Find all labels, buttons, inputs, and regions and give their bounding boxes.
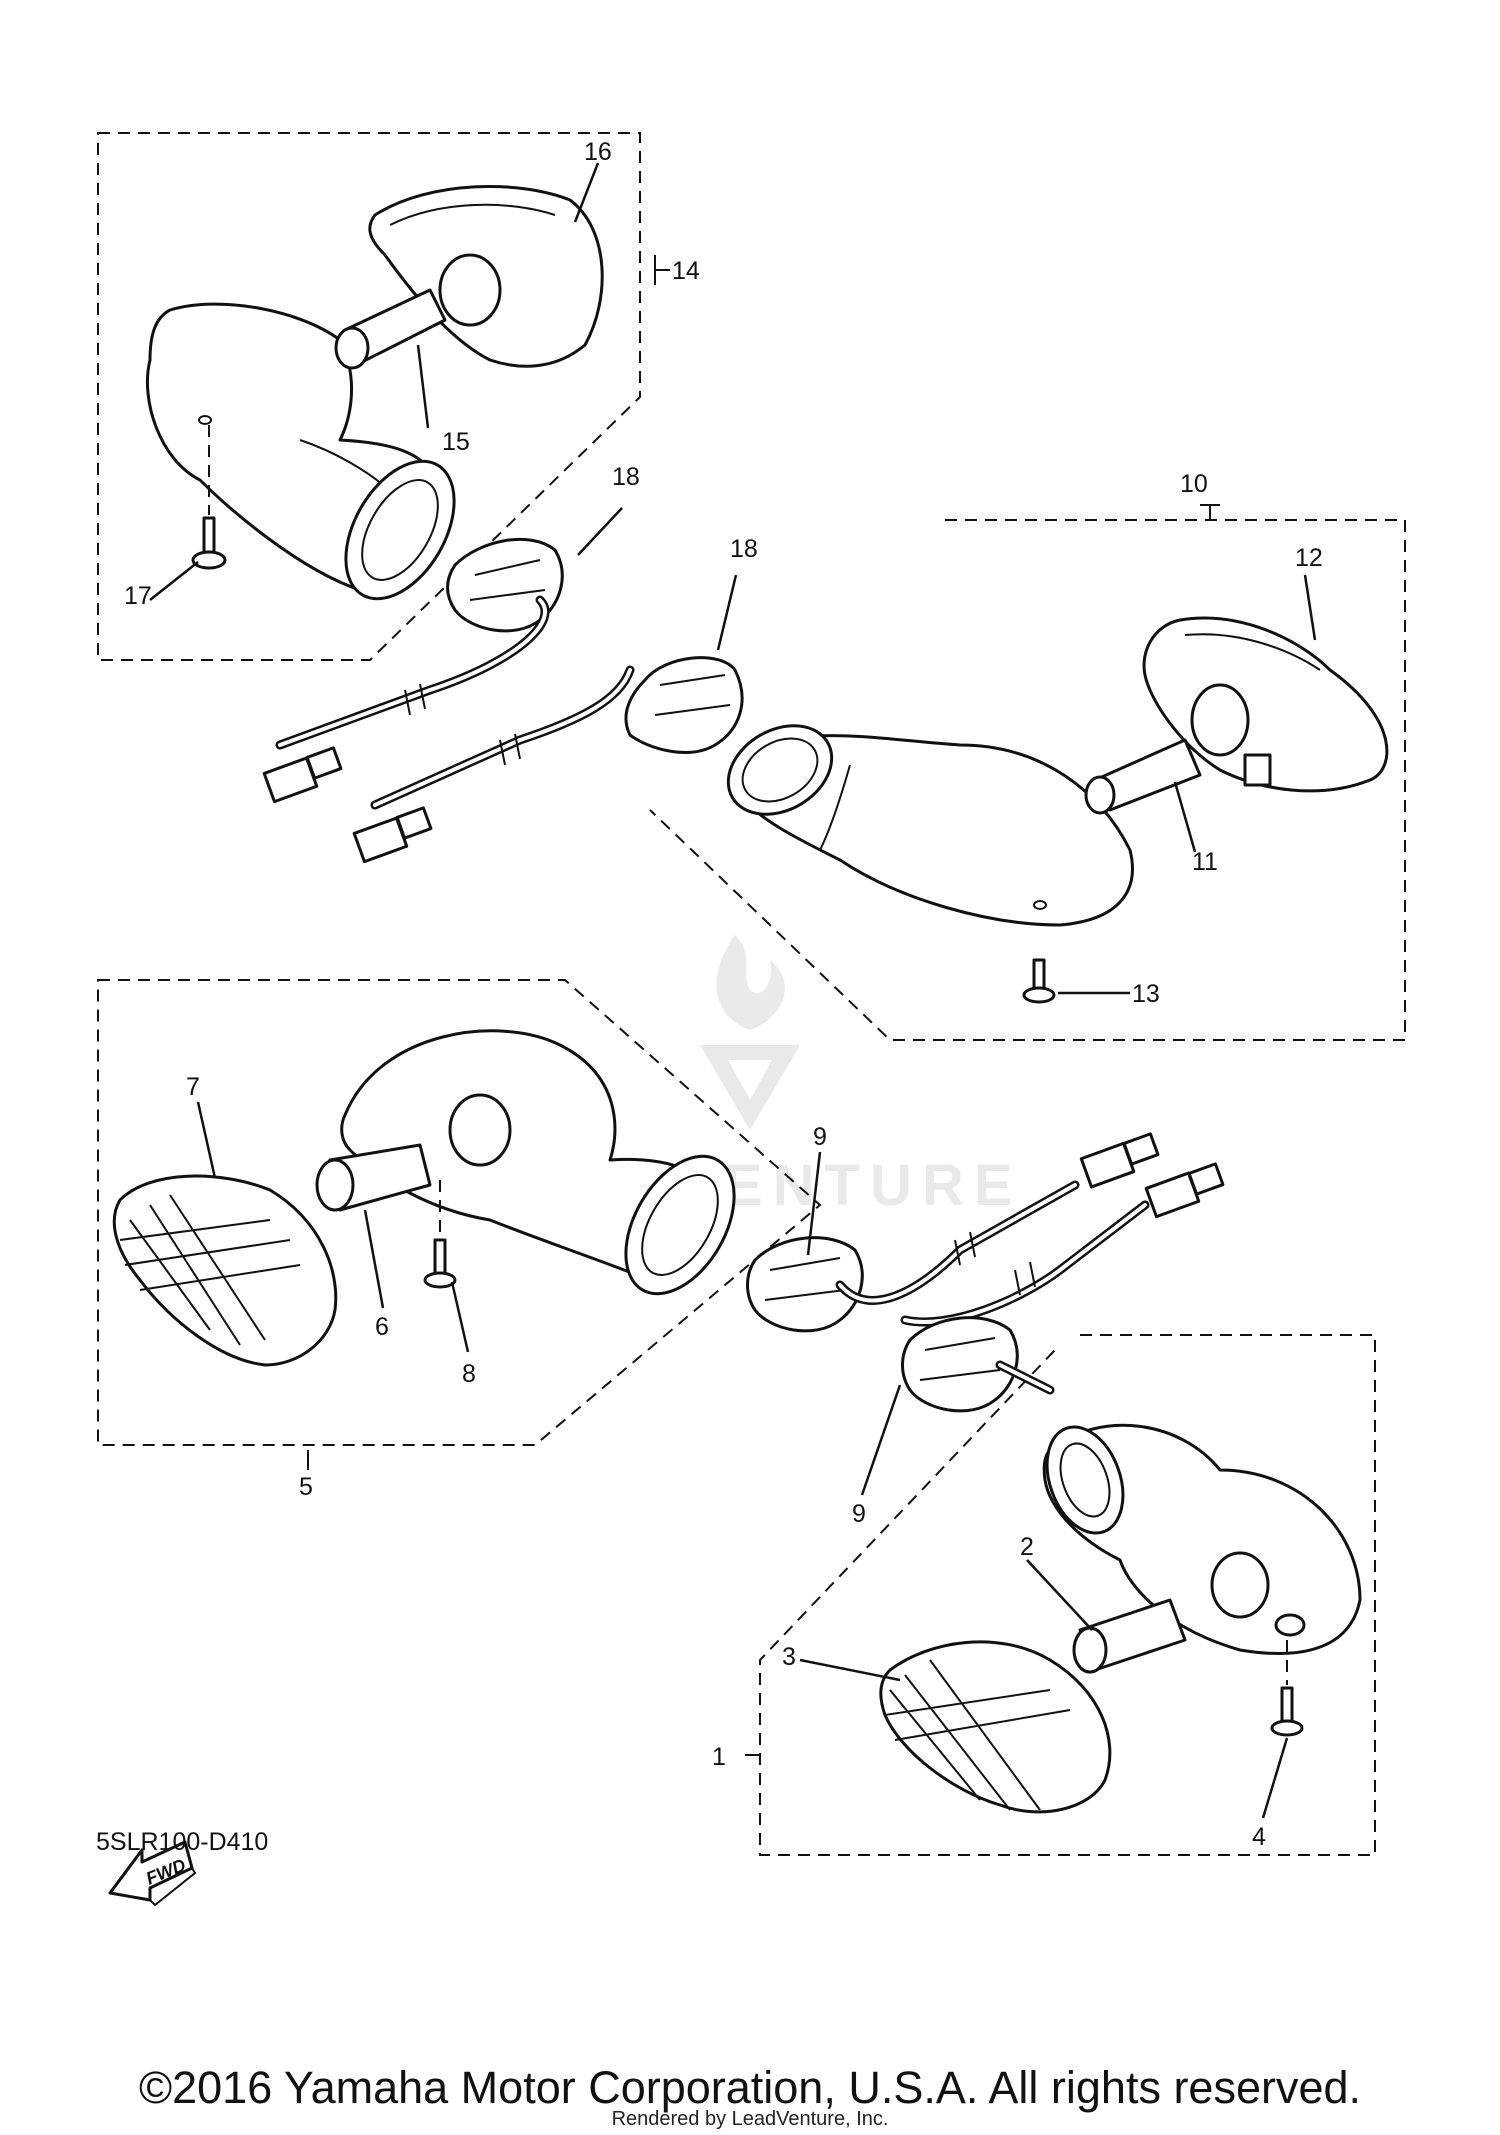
group-5-boundary xyxy=(97,979,822,1446)
callout-11: 11 xyxy=(1192,848,1218,876)
callout-9-lower: 9 xyxy=(852,1500,866,1528)
callout-5: 5 xyxy=(299,1473,313,1501)
grommet-9-upper xyxy=(746,1236,864,1333)
group-14-bracket xyxy=(654,255,670,285)
lens-7 xyxy=(112,1174,338,1367)
rear-left-flasher-assembly xyxy=(145,185,604,601)
callout-2: 2 xyxy=(1020,1533,1034,1561)
callout-3: 3 xyxy=(782,1643,796,1671)
fwd-arrow-icon: FWD xyxy=(108,1840,197,1907)
lens-3 xyxy=(879,1640,1112,1814)
rear-right-flasher-assembly xyxy=(726,616,1389,1004)
callout-6: 6 xyxy=(375,1313,389,1341)
screw-4 xyxy=(1280,1686,1294,1724)
callout-1: 1 xyxy=(712,1743,726,1771)
callout-18-left: 18 xyxy=(612,463,640,491)
callout-4: 4 xyxy=(1252,1823,1266,1851)
callout-15: 15 xyxy=(442,428,470,456)
callout-10: 10 xyxy=(1180,470,1208,498)
front-left-flasher-assembly xyxy=(112,1029,736,1367)
diagram-code: 5SLR100-D410 xyxy=(96,1828,269,1856)
group-14-boundary xyxy=(97,132,641,661)
connector-right-b xyxy=(1144,1162,1225,1219)
connector-right-a xyxy=(1079,1132,1160,1189)
connector-left-b xyxy=(352,806,433,864)
connector-left-a xyxy=(262,746,343,804)
group-1-boundary xyxy=(759,1334,1376,1856)
group-10-boundary xyxy=(649,519,1406,1041)
screw-17 xyxy=(202,516,216,557)
callout-14: 14 xyxy=(672,257,700,285)
callout-16: 16 xyxy=(584,138,612,166)
callout-17: 17 xyxy=(124,582,152,610)
front-right-flasher-assembly xyxy=(879,1423,1362,1814)
callout-12: 12 xyxy=(1295,544,1323,572)
callout-18-right: 18 xyxy=(730,535,758,563)
callout-7: 7 xyxy=(186,1073,200,1101)
screw-13 xyxy=(1032,958,1046,992)
copyright-notice: ©2016 Yamaha Motor Corporation, U.S.A. A… xyxy=(138,2062,1362,2113)
callout-13: 13 xyxy=(1132,980,1160,1008)
renderer-credit: Rendered by LeadVenture, Inc. xyxy=(611,2108,889,2130)
grommet-18-right xyxy=(624,656,744,754)
leader-lines xyxy=(149,162,1317,1819)
grommet-9-lower xyxy=(901,1316,1019,1413)
group-10-bracket xyxy=(1200,504,1220,520)
callout-labels: 1 2 3 4 5 6 7 8 9 9 10 11 12 13 14 15 16… xyxy=(124,138,1323,1851)
callout-9-upper: 9 xyxy=(813,1123,827,1151)
screw-8 xyxy=(433,1238,447,1277)
callout-8: 8 xyxy=(462,1360,476,1388)
